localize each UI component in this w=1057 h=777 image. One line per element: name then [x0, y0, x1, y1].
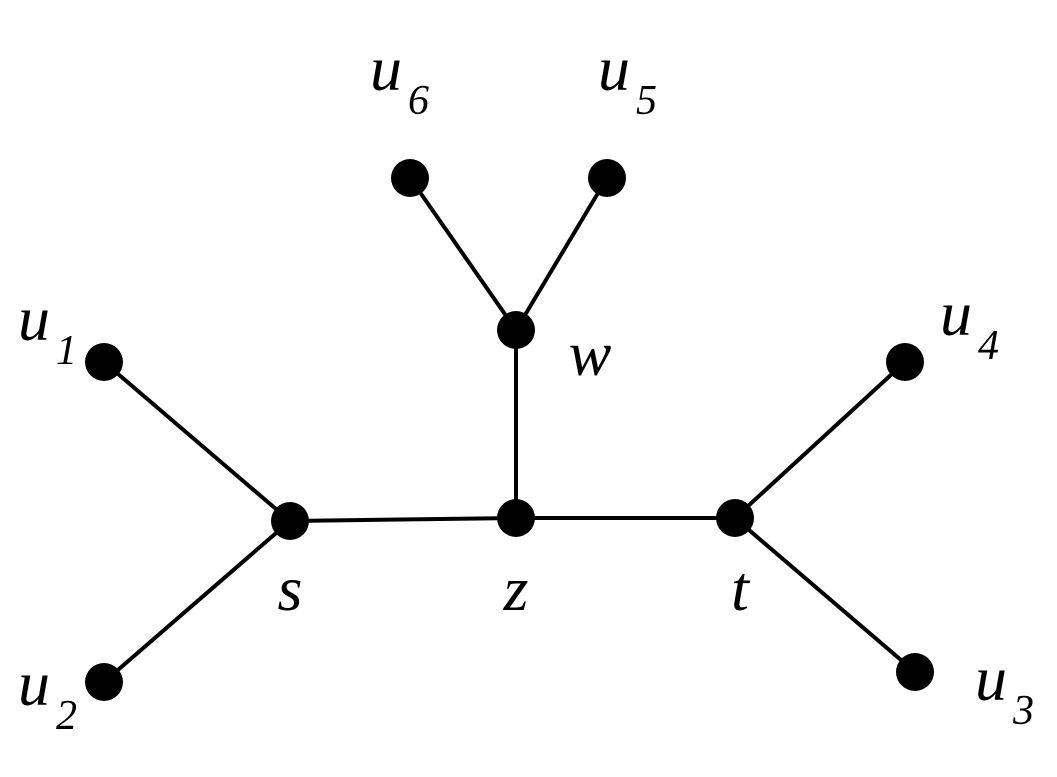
edges	[102, 176, 917, 684]
node-label-name-u6: u	[370, 33, 402, 104]
node-label-subscript-u1: 1	[56, 328, 77, 374]
node-u5	[588, 159, 626, 197]
node-label-w: w	[569, 318, 612, 389]
node-label-name-z: z	[503, 553, 529, 624]
node-label-subscript-u3: 3	[1012, 688, 1034, 734]
edge-w-u5	[514, 176, 609, 332]
node-s	[271, 502, 309, 540]
node-label-name-w: w	[569, 318, 612, 389]
node-z	[497, 499, 535, 537]
node-w	[497, 311, 535, 349]
nodes	[85, 159, 934, 701]
edge-t-u4	[733, 360, 907, 520]
node-u4	[886, 343, 924, 381]
node-label-z: z	[503, 553, 529, 624]
node-t	[716, 499, 754, 537]
node-u2	[85, 663, 123, 701]
edge-w-u6	[408, 176, 518, 332]
node-u6	[391, 159, 429, 197]
node-label-subscript-u6: 6	[408, 78, 429, 124]
node-label-s: s	[278, 553, 303, 624]
node-label-name-u4: u	[940, 278, 972, 349]
edge-u1-s	[102, 360, 292, 523]
edge-s-z	[288, 516, 518, 523]
edge-t-u3	[733, 516, 917, 674]
node-label-name-u5: u	[598, 33, 630, 104]
node-label-name-s: s	[278, 553, 303, 624]
edge-u2-s	[102, 519, 292, 684]
node-u3	[896, 653, 934, 691]
node-label-subscript-u5: 5	[636, 78, 657, 124]
node-u1	[85, 343, 123, 381]
node-label-name-t: t	[731, 553, 751, 624]
node-label-name-u3: u	[975, 643, 1007, 714]
node-label-t: t	[731, 553, 751, 624]
node-label-name-u2: u	[18, 648, 50, 719]
node-label-subscript-u4: 4	[978, 323, 999, 369]
node-label-name-u1: u	[18, 283, 50, 354]
node-label-subscript-u2: 2	[56, 693, 77, 739]
